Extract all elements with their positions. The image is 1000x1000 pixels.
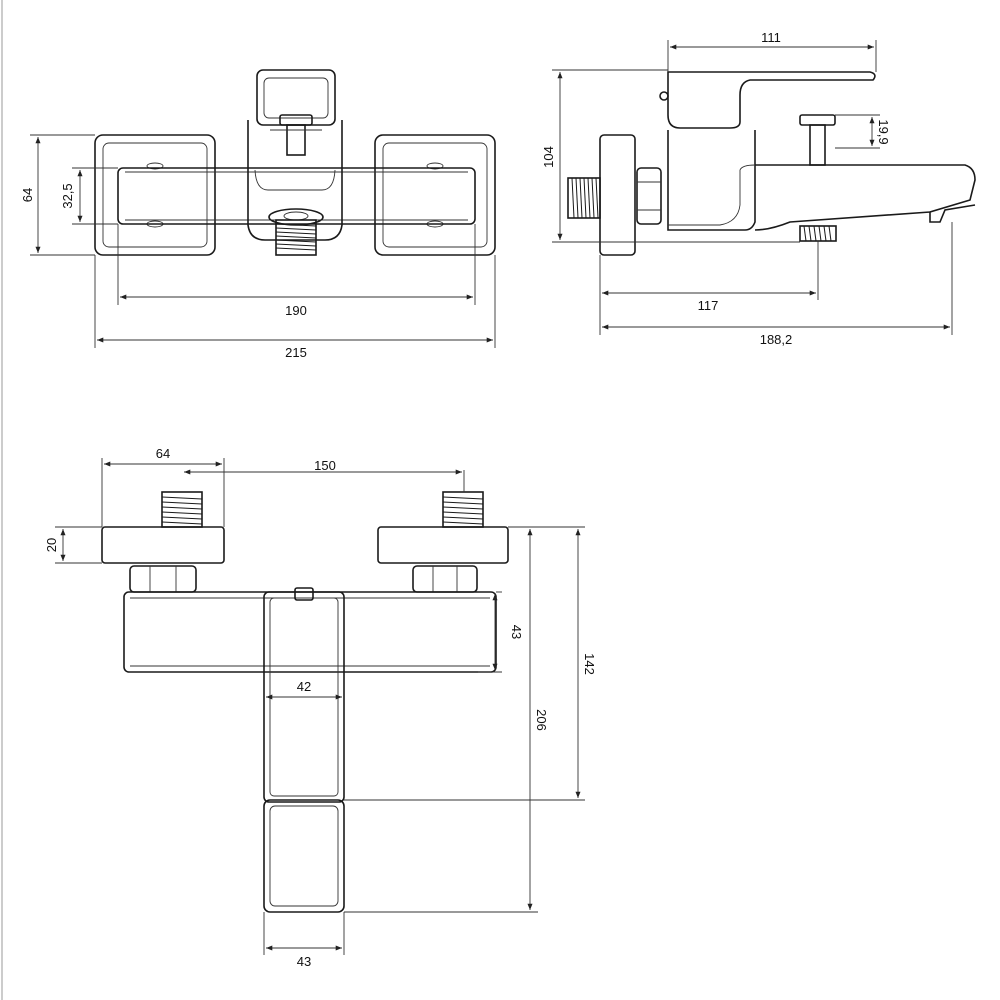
outlet-nut xyxy=(268,208,324,226)
top-left-flange xyxy=(101,526,225,564)
right-flange xyxy=(374,134,496,256)
dim-side-111: 111 xyxy=(761,30,781,45)
top-lever-tip xyxy=(263,799,345,913)
diverter-knob xyxy=(279,114,313,126)
dim-top-150: 150 xyxy=(314,458,336,473)
left-flange-inner xyxy=(102,142,208,248)
dim-top-43-right: 43 xyxy=(509,625,524,639)
left-flange xyxy=(94,134,216,256)
side-spout xyxy=(754,164,976,231)
top-right-nut xyxy=(412,565,478,593)
dim-front-190: 190 xyxy=(285,303,307,318)
side-flange xyxy=(599,134,636,256)
side-diverter-stem xyxy=(809,124,826,166)
top-diverter xyxy=(294,587,314,601)
top-body xyxy=(123,591,497,673)
dim-side-117: 117 xyxy=(698,298,719,313)
dim-side-188-2: 188,2 xyxy=(760,332,793,347)
side-view: 111 104 19,9 117 188,2 xyxy=(541,30,976,347)
top-left-nut xyxy=(129,565,197,593)
dim-front-32-5: 32,5 xyxy=(60,183,75,208)
dim-top-43-bottom: 43 xyxy=(297,954,311,969)
dim-front-215: 215 xyxy=(285,345,307,360)
diverter-stem xyxy=(286,124,306,156)
top-right-flange xyxy=(377,526,509,564)
dim-top-142: 142 xyxy=(582,653,597,675)
dim-top-64: 64 xyxy=(156,446,170,461)
side-body xyxy=(667,130,756,231)
dim-top-42: 42 xyxy=(297,679,311,694)
front-view: 64 32,5 190 215 xyxy=(20,69,496,360)
top-view: 64 150 20 43 42 142 206 43 xyxy=(44,446,597,969)
central-housing xyxy=(247,120,343,241)
side-diverter-knob xyxy=(799,114,836,126)
dim-side-104: 104 xyxy=(541,146,556,168)
dim-side-19-9: 19,9 xyxy=(876,119,891,144)
mixer-body-front xyxy=(117,167,476,225)
dim-top-20: 20 xyxy=(44,538,59,552)
right-flange-inner xyxy=(382,142,488,248)
side-lever xyxy=(667,71,876,129)
dim-front-64: 64 xyxy=(20,188,35,202)
dim-top-206: 206 xyxy=(534,709,549,731)
top-lever xyxy=(263,591,345,803)
side-hex-nut xyxy=(636,167,662,225)
